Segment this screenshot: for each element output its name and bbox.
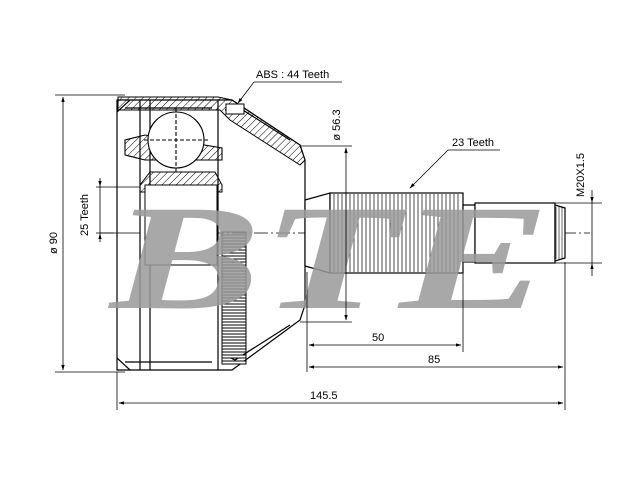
abs-tooth-marker — [225, 103, 245, 115]
label-outer-spline-teeth: 23 Teeth — [452, 137, 494, 149]
dim-seal-diameter — [300, 145, 352, 323]
label-stub-length: 85 — [428, 354, 440, 366]
dim-thread — [555, 190, 602, 276]
ball-cage — [124, 108, 223, 172]
housing-section-top — [117, 96, 306, 166]
abs-tooth — [221, 342, 247, 347]
abs-tooth — [221, 354, 247, 359]
inner-race-bore — [144, 184, 218, 266]
watermark: BTE — [107, 175, 550, 341]
dim-stub-length — [308, 262, 566, 410]
abs-tooth — [221, 348, 247, 353]
dim-inner-spline — [96, 178, 140, 242]
label-spline-length: 50 — [372, 332, 384, 344]
spline-lines — [333, 194, 459, 272]
dim-overall-length — [116, 372, 564, 410]
dim-spline-length — [306, 272, 464, 372]
label-thread: M20X1.5 — [575, 153, 587, 197]
label-abs-teeth: ABS : 44 Teeth — [256, 69, 329, 81]
label-outer-diameter: ø 90 — [48, 232, 60, 254]
label-seal-diameter: ø 56.3 — [331, 109, 343, 140]
label-inner-spline-teeth: 25 Teeth — [79, 194, 91, 236]
dim-outer-diameter — [55, 94, 125, 373]
outer-spline-leader — [409, 149, 500, 189]
abs-leader — [237, 81, 342, 104]
thread-lines — [555, 207, 563, 259]
abs-ring — [221, 231, 247, 365]
stub-shaft — [304, 192, 566, 274]
abs-ring-body — [221, 231, 247, 365]
label-overall-length: 145.5 — [310, 390, 338, 402]
